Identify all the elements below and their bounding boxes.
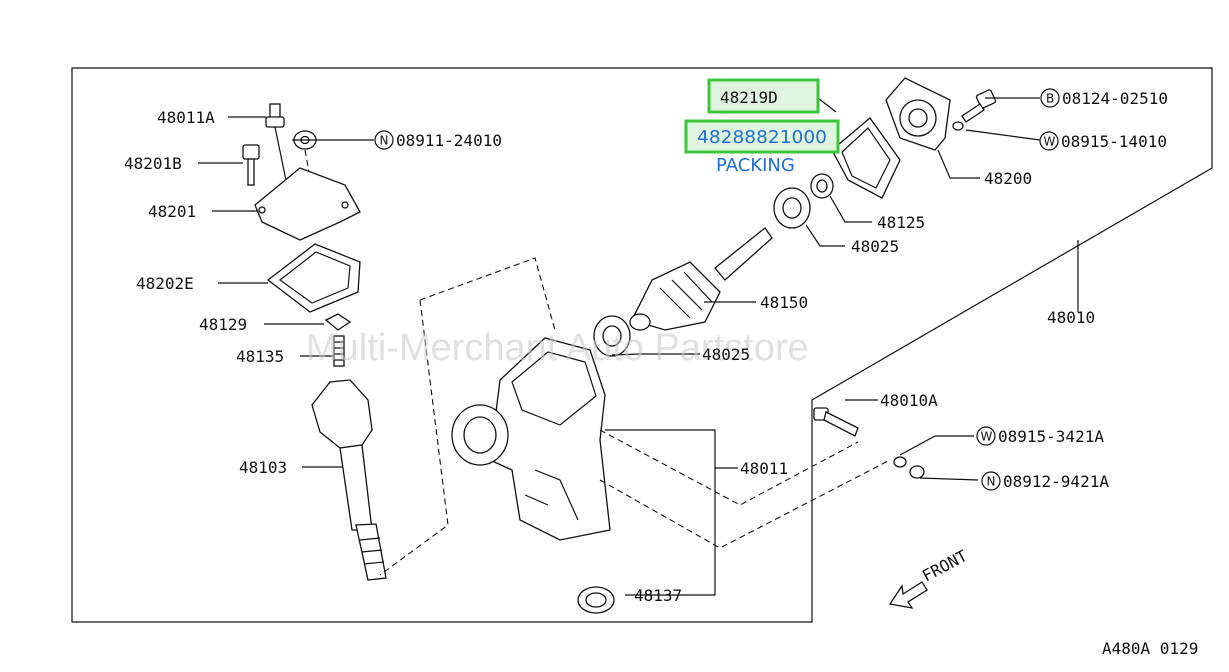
packing-gasket-graphic xyxy=(831,117,901,199)
fastener-prefix: W xyxy=(1044,135,1056,149)
label-48201b: 48201B xyxy=(124,154,182,173)
label-48202e: 48202E xyxy=(136,274,194,293)
fastener-prefix: B xyxy=(1046,92,1054,106)
bolt-48010a-graphic xyxy=(813,407,859,437)
fastener-number: 08912-9421A xyxy=(1003,472,1109,491)
label-48010a: 48010A xyxy=(880,391,938,410)
fastener-number: 08915-3421A xyxy=(998,427,1104,446)
gear-box-48011-graphic xyxy=(451,337,611,541)
nut-08912-9421a-graphic xyxy=(909,465,925,479)
fastener-number: 08915-14010 xyxy=(1061,132,1167,151)
label-48025-upper: 48025 xyxy=(851,237,899,256)
label-48200: 48200 xyxy=(984,169,1032,188)
cover-48201-graphic xyxy=(254,167,361,241)
washer-48129-graphic xyxy=(324,313,352,331)
label-48103: 48103 xyxy=(239,458,287,477)
highlight-48219d[interactable]: 48219D xyxy=(707,78,820,114)
screw-48135-graphic xyxy=(333,335,345,367)
label-48025-lower: 48025 xyxy=(702,345,750,364)
bearing-48025-upper-graphic xyxy=(773,187,811,229)
housing-48200-graphic xyxy=(885,77,951,151)
label-48137: 48137 xyxy=(634,586,682,605)
washer-08915-3421a-graphic xyxy=(893,456,907,468)
fastener-w-08915-14010: W 08915-14010 xyxy=(1039,131,1167,151)
watermark: Multi-Merchant Auto Partstore xyxy=(306,327,809,369)
label-48129: 48129 xyxy=(199,315,247,334)
sector-shaft-48103-graphic xyxy=(311,379,387,581)
fastener-prefix: N xyxy=(380,134,389,148)
dashed-mount-lines xyxy=(599,429,891,549)
callout-part-name: PACKING xyxy=(716,155,795,176)
dashed-bracket-left xyxy=(379,257,556,576)
label-48201: 48201 xyxy=(148,202,196,221)
label-48011a: 48011A xyxy=(157,108,215,127)
fastener-n-08911-24010: N 08911-24010 xyxy=(374,130,502,150)
fastener-number: 08124-02510 xyxy=(1062,89,1168,108)
fastener-prefix: W xyxy=(981,430,993,444)
diagram-frame xyxy=(71,67,1213,623)
leader-lines xyxy=(198,97,1079,596)
bolt-48201b-graphic xyxy=(242,144,260,186)
seal-48137-graphic xyxy=(577,586,615,614)
fastener-n-08912-9421a: N 08912-9421A xyxy=(981,471,1109,491)
bolt-08124-graphic xyxy=(961,89,997,123)
fastener-w-08915-3421a: W 08915-3421A xyxy=(976,426,1104,446)
label-48011: 48011 xyxy=(740,459,788,478)
bearing-48025-lower-graphic xyxy=(593,315,631,357)
fastener-b-08124-02510: B 08124-02510 xyxy=(1040,88,1168,108)
worm-shaft-48150-graphic xyxy=(629,227,773,331)
front-label: FRONT xyxy=(919,546,971,586)
fastener-number: 08911-24010 xyxy=(396,131,502,150)
fastener-prefix: N xyxy=(987,475,996,489)
highlight-packing-callout[interactable]: 48288821000 xyxy=(684,119,840,154)
label-48135: 48135 xyxy=(236,347,284,366)
label-48219d: 48219D xyxy=(720,88,778,107)
label-48150: 48150 xyxy=(760,293,808,312)
front-arrow xyxy=(888,581,928,609)
label-48010: 48010 xyxy=(1047,308,1095,327)
callout-part-number: 48288821000 xyxy=(697,127,827,148)
washer-08915-14010-graphic xyxy=(952,121,964,131)
seal-48125-graphic xyxy=(810,173,834,199)
label-48125: 48125 xyxy=(877,213,925,232)
diagram-code: A480A 0129 xyxy=(1102,639,1198,658)
